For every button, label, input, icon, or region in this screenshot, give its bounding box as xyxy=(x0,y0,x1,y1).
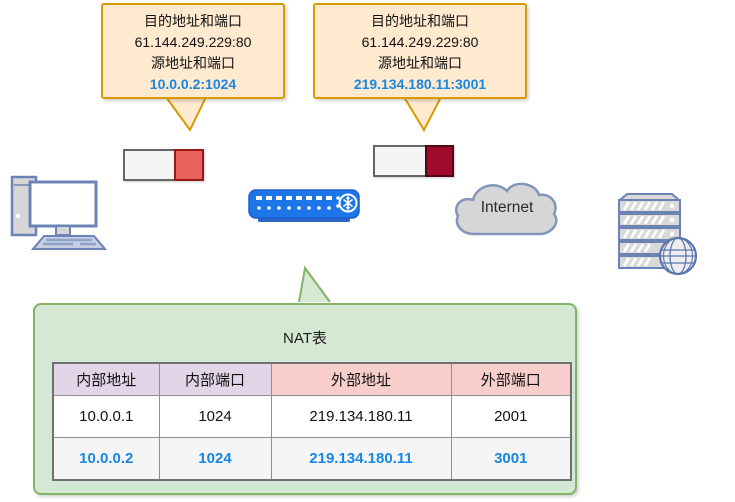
col-header-outside-address: 外部地址 xyxy=(270,362,452,396)
col-header-inside-port: 内部端口 xyxy=(158,362,272,396)
web-server-icon xyxy=(617,193,698,276)
cell-outside-address: 219.134.180.11 xyxy=(270,437,452,481)
packet-outside-icon xyxy=(373,145,454,177)
cell-outside-address: 219.134.180.11 xyxy=(270,395,452,438)
cell-inside-port: 1024 xyxy=(158,437,272,481)
packet-header-public xyxy=(425,145,454,177)
desktop-computer-icon xyxy=(10,175,108,250)
globe-icon xyxy=(658,236,698,276)
callout-highlight-address: 10.0.0.2:1024 xyxy=(149,76,237,92)
internet-cloud-icon xyxy=(455,182,558,236)
cell-outside-port: 3001 xyxy=(450,437,572,481)
callout-line: 目的地址和端口 xyxy=(144,13,242,29)
cell-outside-port: 2001 xyxy=(450,395,572,438)
callout-line: 源地址和端口 xyxy=(378,55,462,71)
col-header-outside-port: 外部端口 xyxy=(450,362,572,396)
callout-line: 61.144.249.229:80 xyxy=(134,34,252,50)
callout-outside-packet: 目的地址和端口 61.144.249.229:80 源地址和端口 219.134… xyxy=(313,3,527,99)
callout-tail-right xyxy=(403,96,442,133)
internet-label: Internet xyxy=(480,199,534,216)
nat-router-icon xyxy=(248,189,360,222)
col-header-inside-address: 内部地址 xyxy=(52,362,160,396)
nat-table-header-row: 内部地址 内部端口 外部地址 外部端口 xyxy=(52,362,572,396)
nat-table: 内部地址 内部端口 外部地址 外部端口 10.0.0.1 1024 219.13… xyxy=(52,362,572,481)
nat-table-title: NAT表 xyxy=(283,330,327,347)
callout-line: 源地址和端口 xyxy=(151,55,235,71)
routing-arrows-glyph xyxy=(343,197,353,209)
packet-payload xyxy=(123,149,174,181)
cell-inside-address: 10.0.0.2 xyxy=(52,437,160,481)
callout-tail-left xyxy=(165,96,207,132)
packet-inside-icon xyxy=(123,149,204,181)
callout-line: 目的地址和端口 xyxy=(371,13,469,29)
callout-highlight-address: 219.134.180.11:3001 xyxy=(353,76,487,92)
packet-payload xyxy=(373,145,425,177)
cell-inside-address: 10.0.0.1 xyxy=(52,395,160,438)
callout-inside-packet: 目的地址和端口 61.144.249.229:80 源地址和端口 10.0.0.… xyxy=(101,3,285,99)
nat-table-row-highlighted: 10.0.0.2 1024 219.134.180.11 3001 xyxy=(52,437,572,481)
nat-table-panel: NAT表 内部地址 内部端口 外部地址 外部端口 10.0.0.1 1024 2… xyxy=(33,303,577,495)
callout-line: 61.144.249.229:80 xyxy=(361,34,479,50)
nat-table-row: 10.0.0.1 1024 219.134.180.11 2001 xyxy=(52,395,572,438)
packet-header-private xyxy=(174,149,204,181)
nat-panel-pointer xyxy=(298,265,331,303)
cell-inside-port: 1024 xyxy=(158,395,272,438)
